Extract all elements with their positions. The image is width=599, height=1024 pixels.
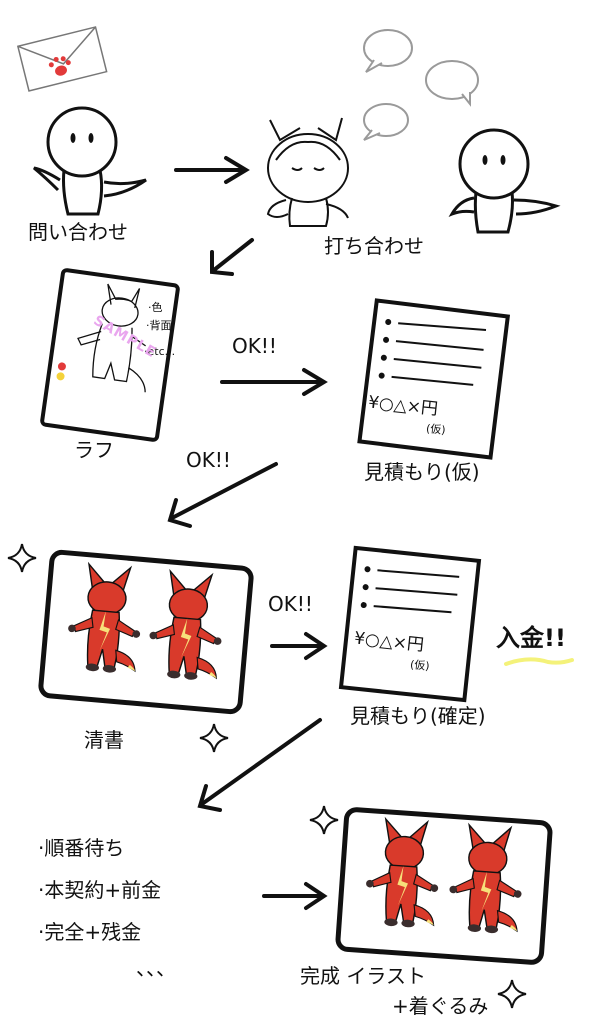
estimate-document-2 bbox=[338, 545, 482, 703]
artist-figure bbox=[266, 117, 349, 227]
sparkle-icon-4 bbox=[497, 979, 527, 1009]
payment-highlight bbox=[504, 657, 574, 666]
estimate-tentative-label: 見積もり(仮) bbox=[364, 460, 480, 484]
sparkle-icon-2 bbox=[199, 723, 229, 753]
client-figure-2 bbox=[448, 128, 561, 234]
todo-item-1: ·順番待ち bbox=[38, 836, 125, 860]
sparkle-icon bbox=[7, 543, 37, 573]
finished-art-card bbox=[335, 807, 553, 965]
ok-label-2: OK!! bbox=[186, 448, 231, 472]
todo-item-3: ·完全+残金 bbox=[38, 920, 142, 944]
arrow-right-icon bbox=[174, 156, 250, 184]
ok-label-3: OK!! bbox=[268, 592, 313, 616]
meeting-label: 打ち合わせ bbox=[324, 234, 424, 258]
estimate-final-label: 見積もり(確定) bbox=[350, 704, 486, 728]
payment-label: 入金!! bbox=[496, 624, 566, 652]
arrow-right-icon-4 bbox=[262, 882, 328, 910]
todo-item-2: ·本契約+前金 bbox=[38, 878, 162, 902]
ok-label-1: OK!! bbox=[232, 334, 277, 358]
rough-note-color: ·色 bbox=[148, 301, 163, 314]
rough-label: ラフ bbox=[74, 438, 114, 462]
envelope-icon bbox=[16, 26, 108, 92]
arrow-down-left-icon-2 bbox=[167, 462, 278, 528]
paw-icon bbox=[48, 56, 71, 76]
finished-label-line2: +着ぐるみ bbox=[392, 994, 489, 1018]
rough-note-etc: ·etc... bbox=[144, 345, 176, 358]
inquiry-label: 問い合わせ bbox=[28, 220, 128, 244]
rough-sketch-card bbox=[40, 268, 180, 442]
arrow-down-left-icon bbox=[210, 238, 254, 276]
sparkle-icon-3 bbox=[309, 805, 339, 835]
arrow-right-icon-2 bbox=[220, 368, 328, 396]
clean-art-card bbox=[38, 549, 254, 715]
clean-label: 清書 bbox=[84, 728, 124, 752]
price-tentative: (仮) bbox=[425, 422, 447, 437]
client-figure bbox=[33, 106, 147, 216]
price-tentative-2: (仮) bbox=[409, 658, 431, 673]
arrow-right-icon-3 bbox=[270, 632, 328, 660]
finished-label-line1: 完成 イラスト bbox=[300, 964, 426, 988]
speech-bubble-icons bbox=[363, 29, 479, 141]
rough-note-back: ·背面 bbox=[146, 319, 172, 332]
todo-item-4: 、、、 bbox=[136, 956, 176, 980]
estimate-document bbox=[357, 298, 511, 460]
arrow-down-left-icon-3 bbox=[197, 718, 322, 812]
